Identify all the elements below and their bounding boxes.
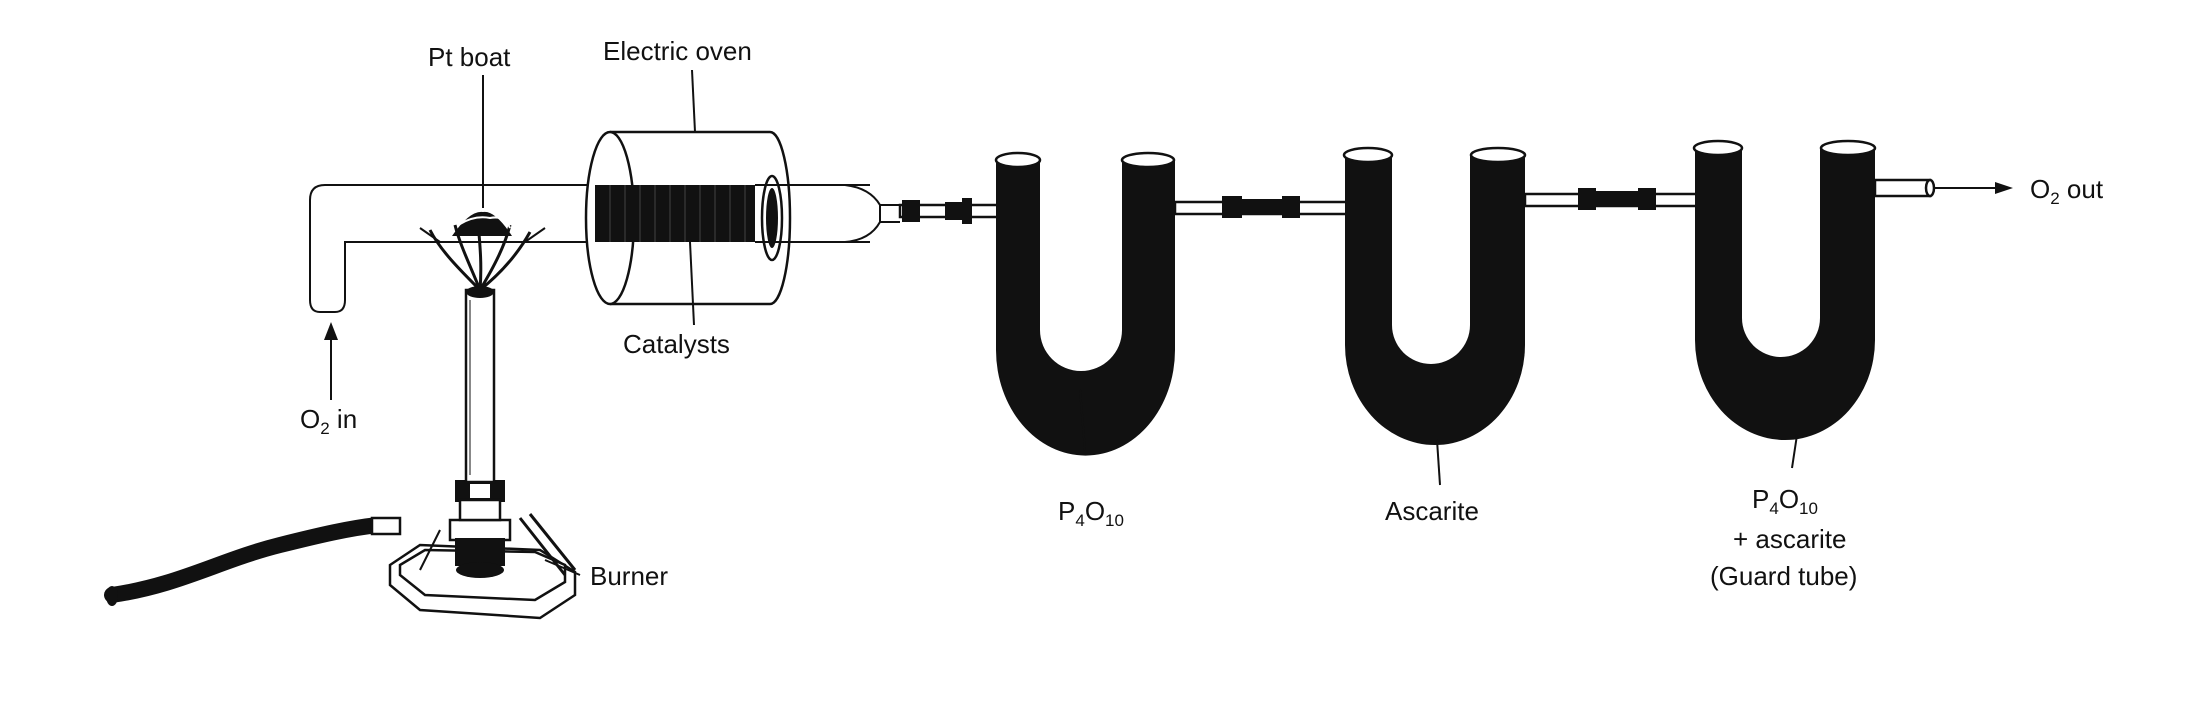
tube-2-label: Ascarite [1385,496,1479,526]
connector-3 [1523,188,1705,210]
tube-3-label-line-2: + ascarite [1733,524,1846,554]
pt-boat [419,211,546,243]
leader-lines [482,69,1798,576]
o2-out-arrow [1935,182,2013,194]
catalysts-label: Catalysts [623,329,730,359]
u-tube-2 [1342,146,1527,445]
connector-2 [1173,196,1355,218]
electric-oven [584,130,870,306]
electric-oven-label: Electric oven [603,36,752,66]
gas-hose [104,517,386,606]
pt-boat-label: Pt boat [428,42,511,72]
burner [370,221,577,620]
connector-1 [898,198,1002,224]
tube-3-label: P4O10 [1752,484,1818,518]
o2-in-arrow [324,322,338,400]
u-tube-1 [994,151,1176,456]
tube-3-label-line-3: (Guard tube) [1710,561,1857,591]
u-tube-3 [1692,139,1877,440]
o2-in-label: O2 in [300,404,357,438]
burner-label: Burner [590,561,668,591]
o2-out-label: O2 out [2030,174,2104,208]
tube-1-label: P4O10 [1058,496,1124,530]
outlet-tube [1873,178,1936,198]
